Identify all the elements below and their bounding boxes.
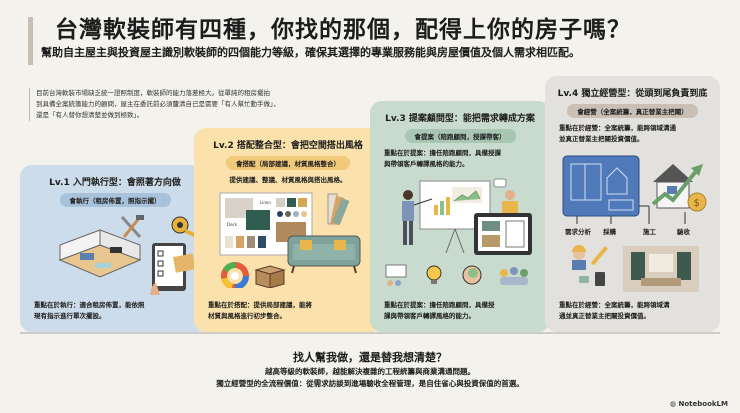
- intro-text: 目前台灣軟裝市場缺乏統一證照制度，軟裝師的能力落差極大。從單純的租房擺拍 到具備…: [29, 88, 339, 121]
- level-4-card: Lv.4 獨立經營型：從頭到尾負責到底 會經營（全案統籌，真正替業主把關） 重點…: [545, 76, 720, 332]
- room-tools-illustration: [58, 215, 199, 295]
- svg-text:$: $: [694, 198, 700, 209]
- summary-line-1: 越高等級的軟裝師，越能解決複雜的工程統籌與商業溝通問題。: [265, 367, 475, 376]
- level-4-focus: 重點在於經營：全案統籌，能跨領域溝 通並真正替業主把關投資價值。: [559, 301, 670, 320]
- page-subtitle: 幫助自主屋主與投資屋主識別軟裝師的四個能力等級，確保其選擇的專業服務能與房屋價值…: [41, 46, 580, 59]
- level-2-pill: 會搭配（局部建議，材質風格整合）: [226, 156, 350, 170]
- level-3-description: 重點在於提案：擔任陪跑顧問，具備授課 與帶領客戶轉譯風格的能力。: [384, 149, 501, 168]
- color-wheel-icon: [221, 262, 249, 288]
- presenter-icon: [402, 190, 433, 245]
- tape-measure-icon: [171, 216, 199, 239]
- summary-question: 找人幫我做，還是替我想清楚？: [293, 351, 447, 364]
- tablet-checklist-icon: [150, 243, 196, 295]
- moodboard-sofa-illustration: Linen Deck: [219, 192, 361, 288]
- box-icon: [254, 265, 286, 288]
- level-1-pill: 會執行（租房佈置，照指示擺）: [59, 193, 171, 207]
- client-icon: [493, 178, 518, 215]
- lightbulb-icon: [426, 265, 442, 284]
- teaching-icon: [385, 264, 407, 286]
- sofa-icon: [287, 235, 361, 274]
- presentation-illustration: [385, 178, 532, 286]
- title-block: 台灣軟裝師有四種，你找的那個，配得上你的房子嗎？ 幫助自主屋主與投資屋主識別軟裝…: [28, 16, 631, 65]
- step-purchasing: 採購: [603, 227, 617, 236]
- isometric-room-icon: [58, 229, 142, 278]
- blueprint-investment-illustration: $ 需求分析 採購 施工 驗收: [562, 155, 707, 292]
- step-inspection: 驗收: [677, 227, 691, 236]
- bottom-summary: 找人幫我做，還是替我想清楚？ 越高等級的軟裝師，越能解決複雜的工程統籌與商業溝通…: [0, 350, 740, 390]
- summary-line-2: 獨立經營型的全流程價值：從需求訪談到進場驗收全程管理，是自住省心與投資保值的首選…: [216, 379, 524, 388]
- house-growth-icon: $: [651, 164, 707, 212]
- step-needs-analysis: 需求分析: [565, 227, 592, 236]
- tablet-floorplan-icon: [474, 213, 532, 255]
- moodboard-icon: Linen Deck: [219, 192, 313, 256]
- level-3-title: Lv.3 提案顧問型：能把需求轉成方案: [385, 114, 535, 124]
- swatch-fan-icon: [327, 193, 350, 226]
- level-4-description: 重點在於經營：全案統籌，能跨領域溝通 並真正替業主把關投資價值。: [559, 124, 676, 143]
- level-4-title: Lv.4 獨立經營型：從頭到尾負責到底: [557, 89, 708, 99]
- presentation-board-icon: [419, 180, 491, 254]
- level-2-focus: 重點在於搭配：提供局部建議，能將 材質與風格進行初步整合。: [208, 301, 312, 320]
- worker-tools-icon: [572, 245, 609, 286]
- level-2-description: 提供建議、整議、材質風格與搭出風格。: [229, 176, 347, 184]
- level-1-card: Lv.1 入門執行型：會照著方向做 會執行（租房佈置，照指示擺）: [20, 165, 210, 332]
- level-1-focus: 重點在於執行：適合租房佈置，能依照 現有指示進行單次擺設。: [34, 301, 145, 320]
- step-construction: 施工: [643, 227, 657, 236]
- level-3-card: Lv.3 提案顧問型：能把需求轉成方案 會提案（陪跑顧問，授課帶客） 重點在於提…: [370, 101, 550, 332]
- level-2-card: Lv.2 搭配整合型：會把空間搭出風格 會搭配（局部建議，材質風格整合） 提供建…: [194, 128, 382, 332]
- page-title: 台灣軟裝師有四種，你找的那個，配得上你的房子嗎？: [55, 16, 631, 43]
- process-connectors: [576, 205, 686, 224]
- svg-text:Linen: Linen: [260, 200, 271, 205]
- wrench-hammer-icon: [120, 215, 144, 239]
- brand-watermark: ◍ NotebookLM: [669, 400, 728, 408]
- cards-divider: [20, 332, 720, 334]
- svg-text:Deck: Deck: [227, 222, 238, 227]
- level-3-pill: 會提案（陪跑顧問，授課帶客）: [404, 129, 516, 143]
- level-3-focus: 重點在於提案：擔任陪跑顧問，具備授 課與帶領客戶轉譯風格的能力。: [384, 301, 495, 320]
- interior-photo-icon: [623, 246, 699, 292]
- blueprint-icon: [562, 155, 640, 217]
- brain-head-icon: [462, 265, 482, 285]
- notebooklm-logo-icon: ◍: [669, 400, 679, 408]
- level-2-title: Lv.2 搭配整合型：會把空間搭出風格: [213, 141, 363, 151]
- level-1-title: Lv.1 入門執行型：會照著方向做: [49, 178, 181, 188]
- group-icon: [500, 267, 528, 285]
- level-4-pill: 會經營（全案統籌，真正替業主把關）: [567, 104, 698, 118]
